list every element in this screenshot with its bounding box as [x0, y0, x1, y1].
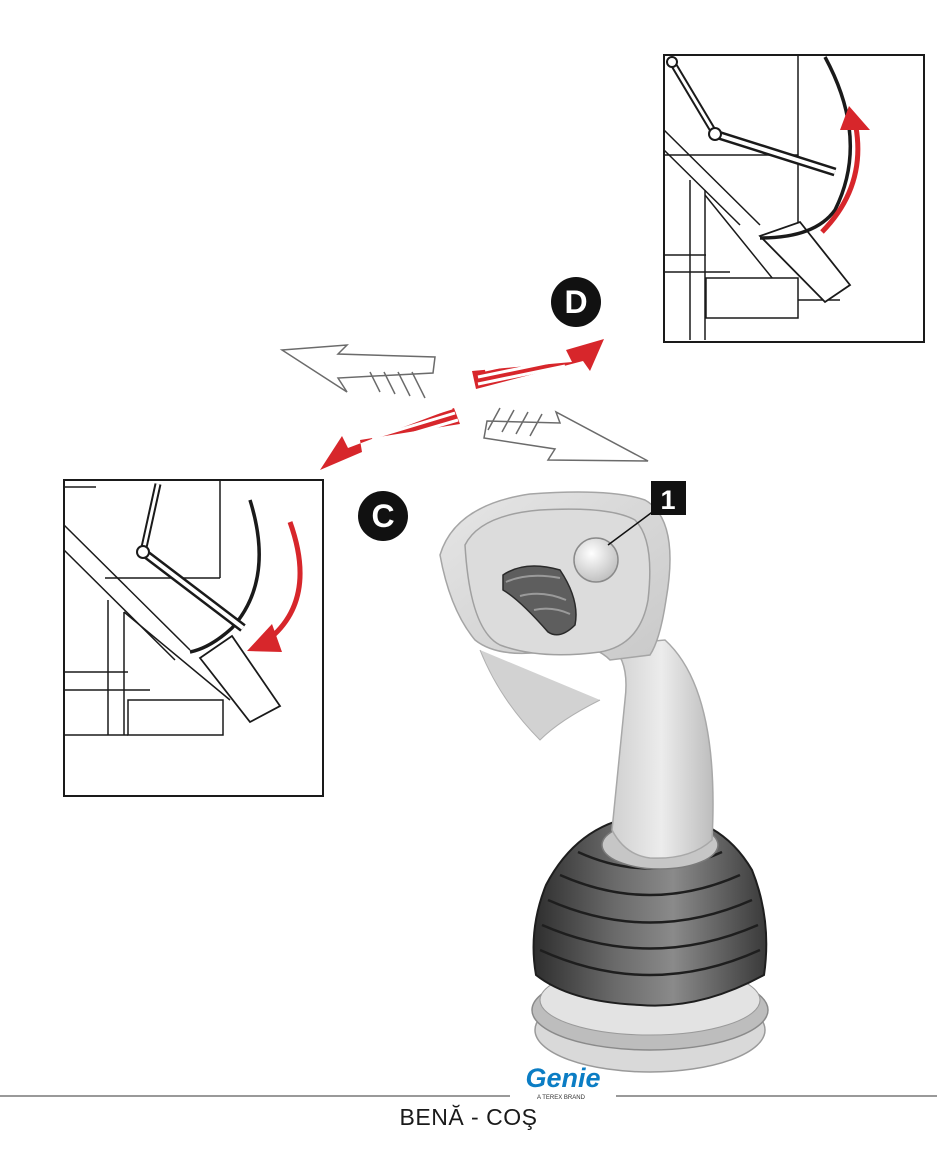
bucket-tilt-up-icon — [664, 55, 924, 342]
genie-logo: Genie A TEREX BRAND — [525, 1063, 600, 1101]
outline-arrow-down-right-icon — [484, 408, 648, 461]
marker-c: C — [358, 491, 408, 541]
marker-d-label: D — [564, 284, 587, 320]
marker-d: D — [551, 277, 601, 327]
outline-arrow-up-left-icon — [282, 345, 435, 398]
red-arrow-down-left-icon — [320, 408, 460, 470]
logo-wordmark: Genie — [525, 1063, 600, 1093]
callout-1: 1 — [651, 481, 686, 515]
marker-c-label: C — [371, 498, 394, 534]
bucket-tilt-down-icon — [64, 480, 323, 796]
joystick-icon — [440, 492, 768, 1072]
direction-arrows — [282, 339, 648, 470]
logo-tagline: A TEREX BRAND — [537, 1095, 586, 1101]
red-arrow-up-right-icon — [472, 339, 604, 389]
page-caption: BENĂ - COŞ — [0, 1104, 937, 1131]
callout-1-label: 1 — [660, 485, 675, 515]
